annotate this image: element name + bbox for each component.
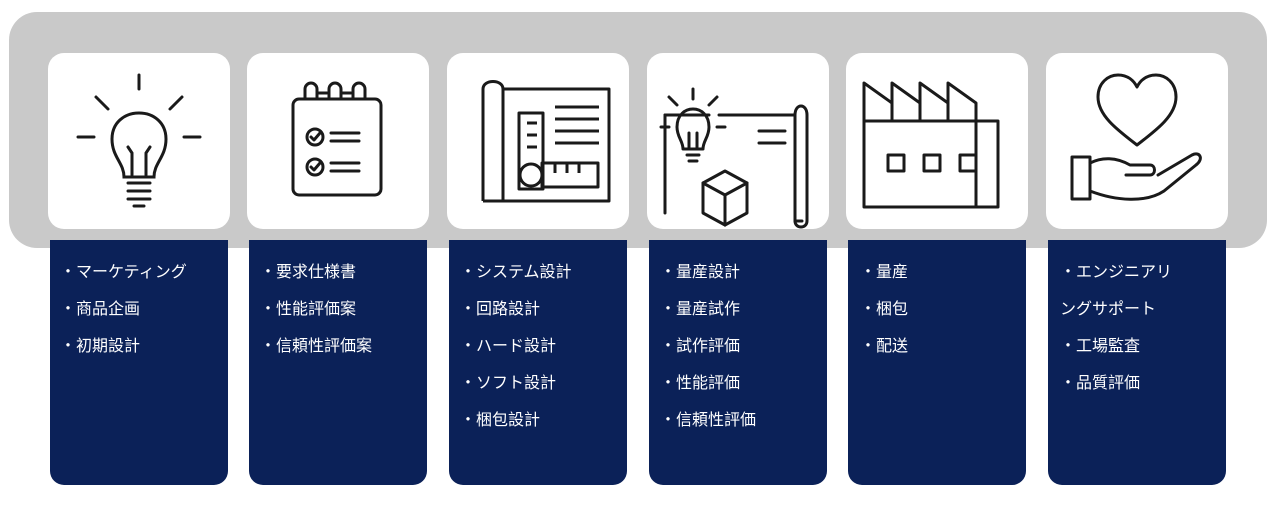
stage-2-card — [247, 53, 429, 229]
stage-2-items: ・要求仕様書 ・性能評価案 ・信頼性評価案 — [260, 262, 372, 373]
factory-icon — [862, 81, 1000, 209]
list-item: ・性能評価 — [660, 373, 741, 392]
list-item: ・ソフト設計 — [460, 373, 557, 392]
list-item: ・信頼性評価 — [660, 410, 757, 429]
list-item: ・信頼性評価案 — [260, 336, 373, 355]
list-item: ・ハード設計 — [460, 336, 557, 355]
list-item: ・量産設計 — [660, 262, 741, 281]
stage-4-items: ・量産設計 ・量産試作 ・試作評価 ・性能評価 ・信頼性評価 — [660, 262, 756, 447]
stage-2-body — [249, 240, 427, 485]
list-item: ・性能評価案 — [260, 299, 357, 318]
idea-box-blueprint-icon — [659, 87, 809, 229]
stage-1-card — [48, 53, 230, 229]
stage-6-card — [1046, 53, 1228, 229]
list-item: ・工場監査 — [1060, 336, 1141, 355]
stage-6-items: ・エンジニアリ ングサポート ・工場監査 ・品質評価 — [1060, 262, 1172, 410]
list-item: ・梱包設計 — [460, 410, 541, 429]
list-item: ・マーケティング — [60, 262, 187, 281]
list-item: ・量産 — [860, 262, 909, 281]
list-item: ・品質評価 — [1060, 373, 1141, 392]
stage-5-card — [846, 53, 1028, 229]
stage-5-items: ・量産 ・梱包 ・配送 — [860, 262, 908, 373]
list-item: ・梱包 — [860, 299, 909, 318]
list-item: ・商品企画 — [60, 299, 141, 318]
stage-6-body — [1048, 240, 1226, 485]
list-item: ・試作評価 — [660, 336, 741, 355]
stage-3-items: ・システム設計 ・回路設計 ・ハード設計 ・ソフト設計 ・梱包設計 — [460, 262, 572, 447]
list-item: ・初期設計 — [60, 336, 141, 355]
stage-4-card — [647, 53, 829, 229]
list-item: ・回路設計 — [460, 299, 541, 318]
list-item: ングサポート — [1060, 299, 1157, 318]
list-item: ・配送 — [860, 336, 909, 355]
heart-hand-icon — [1070, 73, 1202, 201]
checklist-icon — [291, 81, 383, 197]
list-item: ・量産試作 — [660, 299, 741, 318]
list-item: ・要求仕様書 — [260, 262, 357, 281]
stage-1-body — [50, 240, 228, 485]
stage-3-body — [449, 240, 627, 485]
stage-4-body — [649, 240, 827, 485]
list-item: ・エンジニアリ — [1060, 262, 1173, 281]
stage-1-items: ・マーケティング ・商品企画 ・初期設計 — [60, 262, 187, 373]
list-item: ・システム設計 — [460, 262, 572, 281]
blueprint-icon — [481, 80, 611, 203]
stage-5-body — [848, 240, 1026, 485]
stage-3-card — [447, 53, 629, 229]
lightbulb-icon — [76, 73, 202, 208]
